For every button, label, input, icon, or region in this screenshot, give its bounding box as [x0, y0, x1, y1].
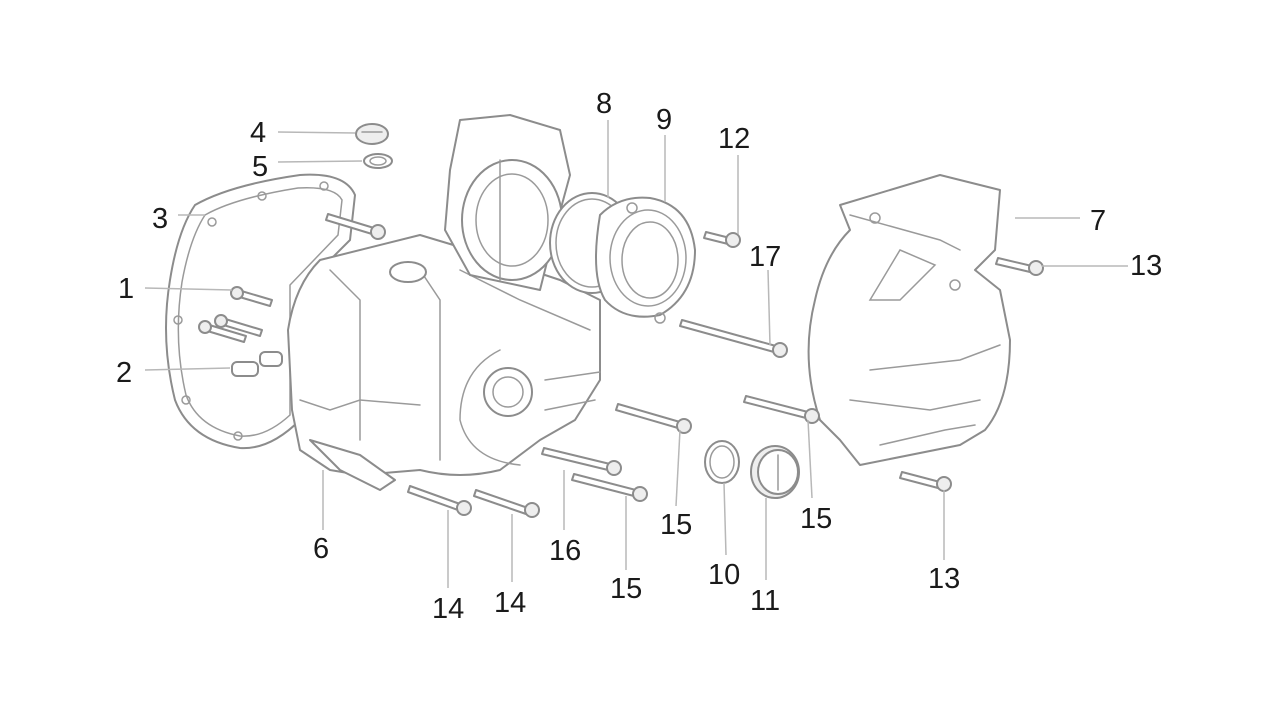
callout-12: 12 — [718, 123, 750, 155]
callout-9: 9 — [656, 104, 672, 136]
callout-labels: 1 2 3 4 5 6 7 8 9 10 11 12 13 13 14 14 1… — [116, 88, 1162, 625]
callout-5: 5 — [252, 151, 268, 183]
callout-17: 17 — [749, 241, 781, 273]
callout-4: 4 — [250, 117, 266, 149]
callout-13-upper: 13 — [1130, 250, 1162, 282]
callout-2: 2 — [116, 357, 132, 389]
callout-11: 11 — [750, 585, 780, 617]
callout-10: 10 — [708, 559, 740, 591]
outer-shroud-part — [807, 174, 1011, 466]
callout-14-right: 14 — [494, 587, 526, 619]
duct-housing-part — [444, 114, 571, 291]
callout-13-lower: 13 — [928, 563, 960, 595]
callout-3: 3 — [152, 203, 168, 235]
callout-16: 16 — [549, 535, 581, 567]
o-ring-part — [704, 440, 740, 484]
plug-seal-part — [363, 153, 393, 169]
filler-plug-part — [355, 123, 389, 145]
leader-lines — [144, 120, 1128, 588]
callout-8: 8 — [596, 88, 612, 120]
callout-15-lower: 15 — [610, 573, 642, 605]
flange-part — [595, 196, 696, 324]
callout-1: 1 — [118, 273, 134, 305]
callout-15-right: 15 — [800, 503, 832, 535]
callout-7: 7 — [1090, 205, 1106, 237]
callout-14-left: 14 — [432, 593, 464, 625]
gasket-part — [165, 173, 356, 450]
inspection-cap-part — [750, 445, 800, 499]
bolts-group — [198, 213, 1044, 518]
callout-6: 6 — [313, 533, 329, 565]
crankcase-cover-part — [287, 234, 601, 491]
callout-15-middle: 15 — [660, 509, 692, 541]
